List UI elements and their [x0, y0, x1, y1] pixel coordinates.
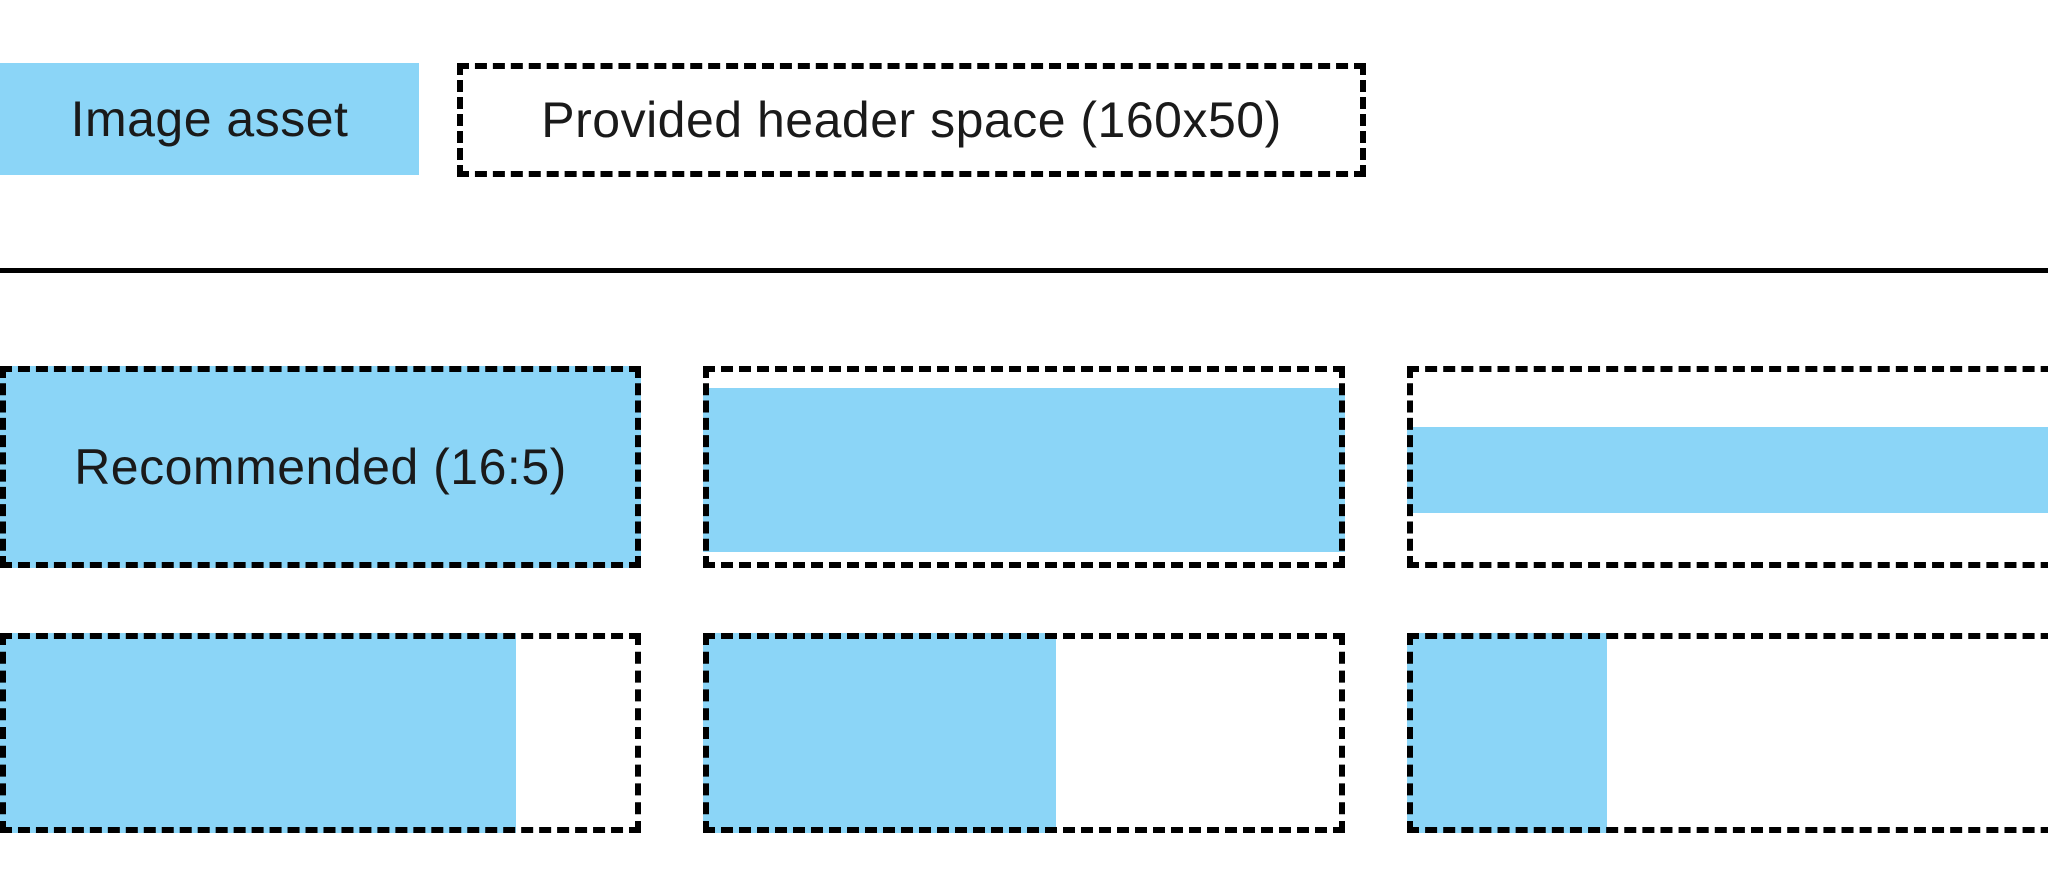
header-space-frame	[703, 366, 1345, 568]
recommended-label: Recommended (16:5)	[74, 439, 567, 495]
image-asset-label: Image asset	[70, 91, 349, 147]
section-divider	[0, 268, 2048, 273]
header-space-frame	[0, 633, 641, 833]
recommended-label-wrap: Recommended (16:5)	[0, 366, 641, 568]
header-space-box: Provided header space (160x50)	[457, 63, 1366, 177]
header-space-frame	[1407, 633, 2048, 833]
example-cell-narrow-medium	[703, 633, 1345, 833]
example-cell-narrow-small	[1407, 633, 2048, 833]
image-asset-swatch: Image asset	[0, 63, 419, 175]
example-cell-narrow-large	[0, 633, 641, 833]
image-asset-fill	[703, 388, 1345, 552]
image-asset-fill	[0, 366, 641, 568]
example-cell-recommended: Recommended (16:5)	[0, 366, 641, 568]
header-space-frame	[1407, 366, 2048, 568]
image-asset-fill	[703, 633, 1056, 833]
header-space-frame	[0, 366, 641, 568]
image-asset-fill	[1407, 633, 1607, 833]
header-space-label: Provided header space (160x50)	[541, 92, 1282, 148]
example-cell-letterboxed	[703, 366, 1345, 568]
image-asset-fill	[0, 633, 516, 833]
image-asset-fill	[1407, 427, 2048, 513]
header-space-frame	[703, 633, 1345, 833]
example-cell-thin-band	[1407, 366, 2048, 568]
